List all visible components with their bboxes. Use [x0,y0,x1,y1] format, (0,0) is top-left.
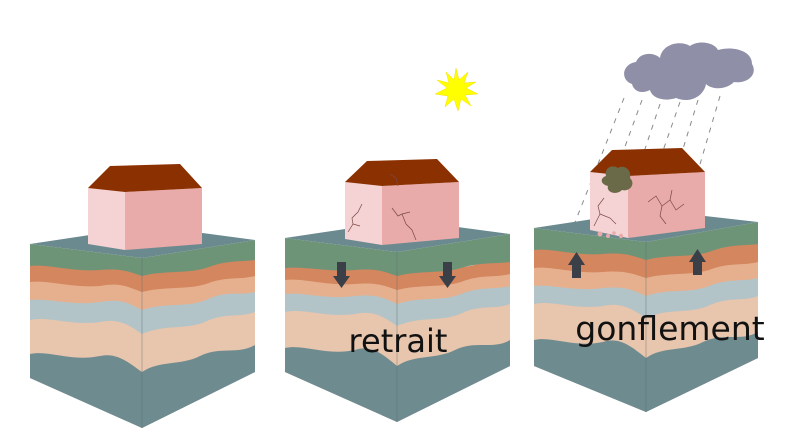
house [345,159,459,245]
house-side-wall [628,172,705,238]
down-arrow-icon [439,262,456,288]
cloud-icon [624,42,754,101]
house-front-wall [345,182,382,245]
panel-label: gonflement [575,309,765,348]
up-arrow-icon [689,249,706,275]
house [590,148,705,239]
wall-cracks [347,173,417,241]
panel-initial [30,164,255,428]
deep-clay-layer [30,340,255,428]
panel-label: retrait [349,322,448,360]
house-side-wall [125,188,202,250]
panel-swelling: gonflement [534,42,765,412]
up-arrow-icon [568,252,585,278]
house-front-wall [88,188,125,250]
sun-icon [434,67,479,112]
wall-cracks [593,189,685,227]
grass-layer [30,240,255,276]
mud-splash [601,166,633,193]
soil-block [285,220,510,422]
soil-block [30,226,255,428]
house-roof [345,159,459,186]
house [88,164,202,250]
deep-clay-layer [285,336,510,422]
down-arrow-icon [333,262,350,288]
debris [597,231,624,239]
house-side-wall [382,182,459,245]
peach-layer [285,300,510,366]
house-roof [88,164,202,192]
panel-shrinkage: retrait [285,67,510,422]
grass-layer [534,222,758,260]
silt-layer [285,282,510,326]
